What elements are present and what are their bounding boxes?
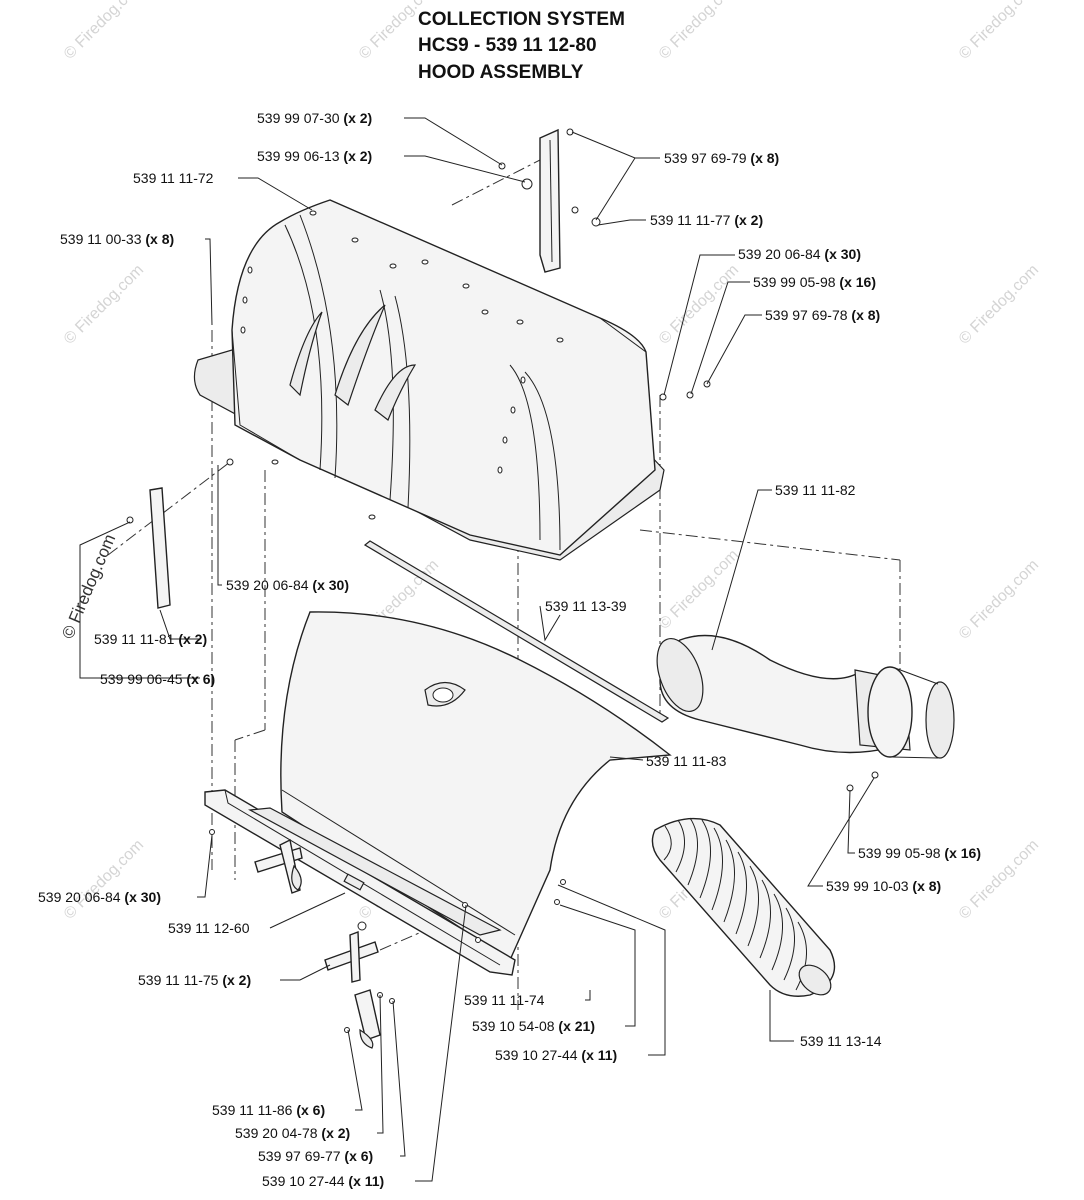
- callout-label: 539 20 06-84 (x 30): [38, 889, 161, 905]
- callout-label: 539 99 06-45 (x 6): [100, 671, 215, 687]
- seal-strip-part: [363, 540, 670, 723]
- callout-label: 539 99 07-30 (x 2): [257, 110, 372, 126]
- watermark-text: © Firedog.com: [956, 0, 1042, 63]
- watermark-text: © Firedog.com: [61, 261, 147, 347]
- watermark-text: © Firedog.com: [956, 261, 1042, 347]
- title-line-3: HOOD ASSEMBLY: [418, 62, 584, 83]
- callout-label: 539 11 13-14: [800, 1033, 882, 1049]
- callout-label: 539 10 27-44 (x 11): [262, 1173, 384, 1189]
- title-line-1: COLLECTION SYSTEM: [418, 9, 625, 30]
- callout-label: 539 99 06-13 (x 2): [257, 148, 372, 164]
- hose-part: [651, 817, 836, 997]
- watermark-text: © Firedog.com: [61, 836, 147, 922]
- bracket-top-part: [498, 128, 601, 273]
- title-block: COLLECTION SYSTEM HCS9 - 539 11 12-80 HO…: [418, 9, 625, 83]
- callout-label: 539 10 27-44 (x 11): [495, 1047, 617, 1063]
- callout-label: 539 20 06-84 (x 30): [738, 246, 861, 262]
- watermark-text: © Firedog.com: [656, 261, 742, 347]
- callout-label: 539 11 11-75 (x 2): [138, 972, 251, 988]
- side-plate-part: [126, 458, 234, 609]
- callout-label: 539 11 13-39: [545, 598, 627, 614]
- callout-labels: 539 99 07-30 (x 2) 539 99 06-13 (x 2) 53…: [38, 110, 981, 1189]
- hood-holes: [240, 210, 564, 520]
- callout-label: 539 99 10-03 (x 8): [826, 878, 941, 894]
- latch-bracket-part: [324, 921, 379, 983]
- callout-label: 539 99 05-98 (x 16): [753, 274, 876, 290]
- callout-label: 539 20 06-84 (x 30): [226, 577, 349, 593]
- callout-label: 539 11 11-86 (x 6): [212, 1102, 325, 1118]
- callout-label: 539 11 11-83: [646, 753, 727, 769]
- callout-label: 539 11 11-82: [775, 482, 856, 498]
- leader-lines: [79, 117, 875, 1182]
- hood-part: [193, 199, 665, 561]
- watermark-text: © Firedog.com: [956, 556, 1042, 642]
- callout-label: 539 97 69-78 (x 8): [765, 307, 880, 323]
- hardware-right: [659, 380, 711, 401]
- watermark-text: © Firedog.com: [61, 0, 147, 63]
- callout-label: 539 10 54-08 (x 21): [472, 1018, 595, 1034]
- discharge-elbow-part: [656, 634, 955, 792]
- callout-label: 539 20 04-78 (x 2): [235, 1125, 350, 1141]
- watermark-text: © Firedog.com: [58, 531, 119, 641]
- callout-label: 539 11 11-74: [464, 992, 545, 1008]
- callout-label: 539 11 00-33 (x 8): [60, 231, 174, 247]
- hose-ribs: [663, 817, 807, 991]
- latch-part: [344, 989, 395, 1049]
- callout-label: 539 11 11-77 (x 2): [650, 212, 763, 228]
- callout-label: 539 11 11-81 (x 2): [94, 631, 207, 647]
- watermark-text: © Firedog.com: [656, 0, 742, 63]
- callout-label: 539 11 11-72: [133, 170, 214, 186]
- callout-label: 539 97 69-79 (x 8): [664, 150, 779, 166]
- title-line-2: HCS9 - 539 11 12-80: [418, 35, 597, 56]
- callout-label: 539 11 12-60: [168, 920, 250, 936]
- latch-bar-part: [248, 807, 502, 936]
- callout-label: 539 99 05-98 (x 16): [858, 845, 981, 861]
- callout-label: 539 97 69-77 (x 6): [258, 1148, 373, 1164]
